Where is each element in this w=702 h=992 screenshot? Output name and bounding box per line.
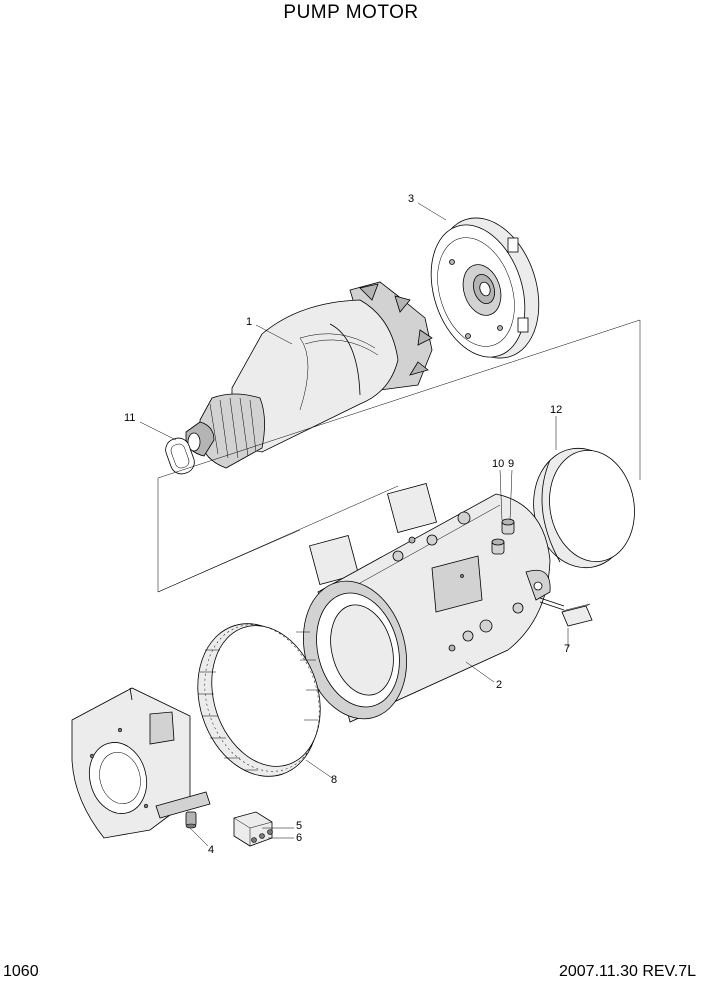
part-9-10-fittings[interactable]	[491, 518, 515, 555]
callout-9: 9	[508, 458, 514, 470]
part-5-6-terminal-block[interactable]	[233, 811, 273, 847]
part-7-sensor[interactable]	[539, 597, 593, 627]
part-12-band[interactable]	[524, 441, 643, 576]
part-1-armature[interactable]	[185, 281, 433, 469]
callout-5: 5	[296, 820, 302, 832]
callout-2: 2	[496, 679, 502, 691]
callout-8: 8	[331, 774, 337, 786]
leader-lines	[139, 202, 569, 847]
callout-11: 11	[124, 412, 135, 424]
diagram-title: PUMP MOTOR	[283, 2, 419, 23]
callout-4: 4	[208, 844, 214, 856]
callout-labels: 1 2 3 4 5 6 7 8 9 10 11 12	[124, 193, 570, 856]
part-3-end-cover[interactable]	[415, 205, 556, 372]
callout-7: 7	[564, 643, 570, 655]
callout-6: 6	[296, 832, 302, 844]
callout-10: 10	[492, 458, 504, 470]
part-11-key[interactable]	[163, 435, 198, 477]
part-4-front-bracket[interactable]	[71, 687, 211, 839]
callout-12: 12	[550, 404, 562, 416]
part-8-field-coil[interactable]	[179, 608, 338, 792]
callout-3: 3	[408, 193, 414, 205]
page-number: 1060	[3, 963, 39, 980]
revision-date: 2007.11.30 REV.7L	[558, 963, 696, 980]
callout-1: 1	[246, 316, 252, 328]
